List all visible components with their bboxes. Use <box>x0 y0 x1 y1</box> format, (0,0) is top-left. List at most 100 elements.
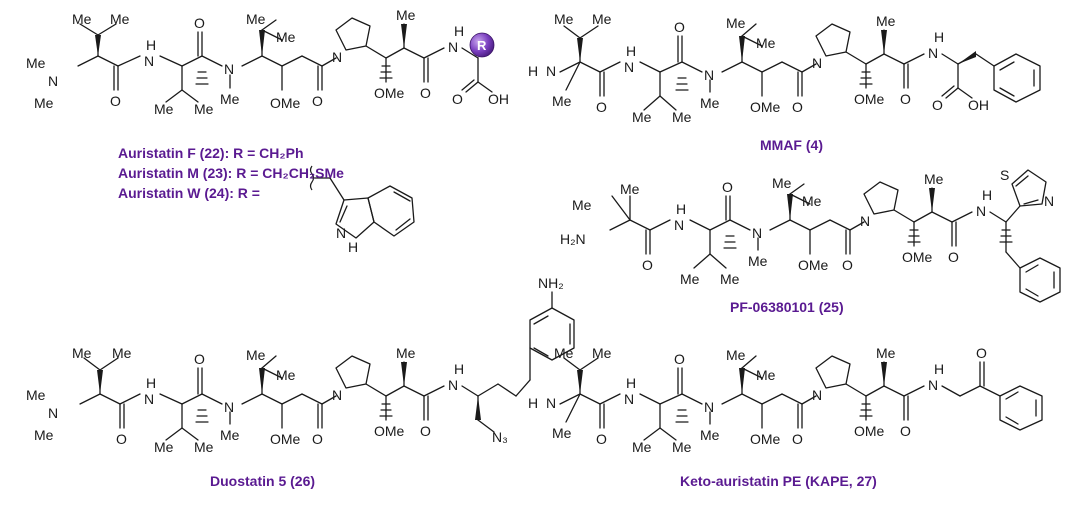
structure-auristatin-fmw: R Me Me Me N Me O H N O Me Me N Me Me Me… <box>26 7 509 117</box>
label-me: Me <box>554 11 574 27</box>
label-me: Me <box>72 345 92 361</box>
label-me: Me <box>220 91 240 107</box>
label-n: N <box>704 399 714 415</box>
label-o: O <box>976 345 987 361</box>
label-n: N <box>860 213 870 229</box>
label-o: O <box>420 423 431 439</box>
caption-kape: Keto-auristatin PE (KAPE, 27) <box>680 473 877 489</box>
label-h: H <box>146 375 156 391</box>
label-ome: OMe <box>854 423 885 439</box>
label-n: N <box>1044 193 1054 209</box>
label-h: H <box>454 23 464 39</box>
label-me: Me <box>552 425 572 441</box>
atom-labels: Me Me H₂N O H N O Me Me N Me Me Me OMe O… <box>560 167 1054 287</box>
label-o: O <box>312 431 323 447</box>
label-n: N <box>546 395 556 411</box>
caption-auristatin-m: Auristatin M (23): R = CH₂CH₂SMe <box>118 165 344 181</box>
label-me: Me <box>720 271 740 287</box>
label-o: O <box>194 351 205 367</box>
label-o: O <box>900 91 911 107</box>
label-h: H <box>528 63 538 79</box>
caption-auristatin-f: Auristatin F (22): R = CH₂Ph <box>118 145 304 161</box>
label-o: O <box>948 249 959 265</box>
label-me: Me <box>572 197 592 213</box>
label-me: Me <box>672 439 692 455</box>
label-me: Me <box>592 11 612 27</box>
hashed-bonds <box>195 65 393 85</box>
label-me: Me <box>554 345 574 361</box>
label-n3: N₃ <box>492 429 508 445</box>
atom-labels: Me Me Me N Me O H N O Me Me N Me Me Me O… <box>26 7 509 117</box>
label-me: Me <box>194 439 214 455</box>
label-me: Me <box>772 175 792 191</box>
label-n: N <box>332 387 342 403</box>
label-n: N <box>812 55 822 71</box>
wedge-bond <box>401 24 407 48</box>
label-me: Me <box>924 171 944 187</box>
label-s: S <box>1000 167 1009 183</box>
label-me: Me <box>220 427 240 443</box>
structure-duostatin-5: Me Me Me N Me O H N O Me Me N Me Me Me O… <box>26 275 575 455</box>
label-o: O <box>452 91 463 107</box>
atom-labels: Me Me H N Me O H N O Me Me N Me Me Me OM… <box>528 11 989 125</box>
label-ome: OMe <box>270 431 301 447</box>
label-o: O <box>842 257 853 273</box>
label-n: N <box>928 45 938 61</box>
label-me: Me <box>34 427 54 443</box>
r-group-ball <box>469 32 495 58</box>
label-h: H <box>982 187 992 203</box>
label-ome: OMe <box>750 431 781 447</box>
label-n: N <box>448 377 458 393</box>
label-o: O <box>642 257 653 273</box>
label-h: H <box>348 239 358 255</box>
label-ome: OMe <box>902 249 933 265</box>
label-o: O <box>674 351 685 367</box>
label-me: Me <box>246 11 266 27</box>
label-me: Me <box>748 253 768 269</box>
label-h: H <box>528 395 538 411</box>
label-o: O <box>722 179 733 195</box>
label-me: Me <box>26 387 46 403</box>
captions: Auristatin F (22): R = CH₂Ph Auristatin … <box>118 137 877 489</box>
label-h: H <box>934 361 944 377</box>
label-me: Me <box>276 367 296 383</box>
bonds <box>79 291 575 441</box>
label-h: H <box>676 201 686 217</box>
caption-auristatin-w: Auristatin W (24): R = <box>118 185 260 201</box>
label-h: H <box>146 37 156 53</box>
label-n: N <box>224 61 234 77</box>
label-h: H <box>934 29 944 45</box>
caption-pf-06380101: PF-06380101 (25) <box>730 299 844 315</box>
label-h2n: H₂N <box>560 231 586 247</box>
label-me: Me <box>756 35 776 51</box>
label-me: Me <box>620 181 640 197</box>
label-ome: OMe <box>270 95 301 111</box>
label-h: H <box>626 43 636 59</box>
label-o: O <box>674 19 685 35</box>
label-n: N <box>812 387 822 403</box>
label-me: Me <box>26 55 46 71</box>
label-me: Me <box>154 439 174 455</box>
label-o: O <box>420 85 431 101</box>
label-ome: OMe <box>750 99 781 115</box>
label-ome: OMe <box>798 257 829 273</box>
label-n: N <box>48 73 58 89</box>
label-n: N <box>332 49 342 65</box>
label-n: N <box>144 53 154 69</box>
label-me: Me <box>552 93 572 109</box>
label-o: O <box>116 431 127 447</box>
label-o: O <box>900 423 911 439</box>
label-n: N <box>224 399 234 415</box>
label-me: Me <box>632 109 652 125</box>
label-n: N <box>336 225 346 241</box>
label-h: H <box>454 361 464 377</box>
label-me: Me <box>154 101 174 117</box>
label-me: Me <box>876 345 896 361</box>
label-me: Me <box>700 427 720 443</box>
label-me: Me <box>396 345 416 361</box>
label-ome: OMe <box>374 85 405 101</box>
label-ome: OMe <box>374 423 405 439</box>
label-n: N <box>928 377 938 393</box>
indole-substituent: H N <box>309 165 415 255</box>
label-me: Me <box>276 29 296 45</box>
